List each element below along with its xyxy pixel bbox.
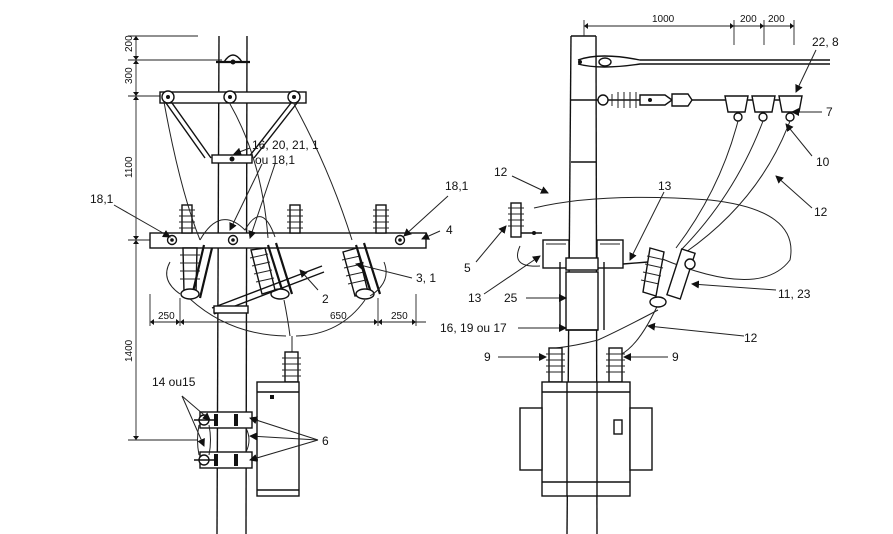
lower-crossarm	[149, 232, 427, 249]
right-transformer-mount	[559, 262, 605, 331]
callout-ou-18-1: ou 18,1	[255, 153, 295, 167]
callout-9-left: 9	[484, 350, 491, 364]
callout-11-23: 11, 23	[778, 287, 811, 301]
right-callout-leaders	[475, 49, 822, 361]
dim-1400-left: 1400	[124, 339, 135, 362]
left-jumper-wires	[163, 101, 387, 352]
top-cutout-1	[724, 95, 749, 122]
callout-14-ou-15: 14 ou15	[152, 375, 196, 389]
callout-10: 10	[816, 155, 830, 169]
dim-300-left: 300	[124, 67, 135, 84]
callout-16-20-21-1: 16, 20, 21, 1	[252, 138, 319, 152]
surge-arrester-3	[373, 204, 389, 234]
left-transformer	[256, 351, 301, 497]
right-surge-arrester	[508, 202, 542, 238]
callout-4: 4	[446, 223, 453, 237]
right-transformer	[519, 347, 653, 497]
dim-1100-left: 1100	[124, 156, 135, 178]
callout-13-top: 13	[658, 179, 672, 193]
brace-bracket	[211, 154, 253, 164]
right-fuse-cutout	[640, 247, 696, 308]
left-vertical-dimension-lines	[128, 35, 222, 441]
callout-18-1-right: 18,1	[445, 179, 469, 193]
dim-200-left: 200	[124, 35, 135, 52]
fuse-cutout-3	[341, 242, 382, 300]
dim-650: 650	[330, 311, 347, 322]
callout-6: 6	[322, 434, 329, 448]
callout-25: 25	[504, 291, 518, 305]
callout-13-left: 13	[468, 291, 482, 305]
right-view: 1000 200 200	[440, 14, 839, 534]
left-horizontal-dimension-lines	[149, 294, 426, 326]
surge-arrester-2	[287, 204, 303, 234]
dim-200-a: 200	[740, 14, 757, 25]
callout-2: 2	[322, 292, 329, 306]
fuse-cutout-1	[180, 244, 214, 300]
callout-12-lower: 12	[744, 331, 758, 345]
dim-250-left: 250	[158, 311, 175, 322]
callout-16-19-ou-17: 16, 19 ou 17	[440, 321, 507, 335]
callout-22-8: 22, 8	[812, 35, 839, 49]
callout-3-1: 3, 1	[416, 271, 436, 285]
callout-12-right: 12	[814, 205, 828, 219]
dim-1000: 1000	[652, 14, 675, 25]
pole-bracket-mounts	[542, 239, 649, 271]
dim-250-right: 250	[391, 311, 408, 322]
callout-9-right: 9	[672, 350, 679, 364]
right-horizontal-dimension-lines	[583, 20, 795, 45]
top-cutout-3	[778, 95, 803, 122]
top-pin-insulator	[216, 54, 250, 65]
dim-200-b: 200	[768, 14, 785, 25]
callout-5: 5	[464, 261, 471, 275]
callout-7: 7	[826, 105, 833, 119]
right-jumper-wires	[517, 120, 792, 356]
top-crossarm	[159, 90, 307, 159]
callout-18-1-left: 18,1	[90, 192, 114, 206]
top-cutout-2	[751, 95, 776, 122]
transformer-mounting-brackets	[199, 411, 258, 469]
left-view: 200 300 1100 1400	[90, 35, 469, 534]
strain-insulator-string	[596, 92, 790, 108]
top-strain-assembly	[577, 55, 830, 68]
left-callout-leaders	[113, 147, 449, 462]
left-surge-arresters	[179, 204, 389, 234]
callout-12-top: 12	[494, 165, 508, 179]
